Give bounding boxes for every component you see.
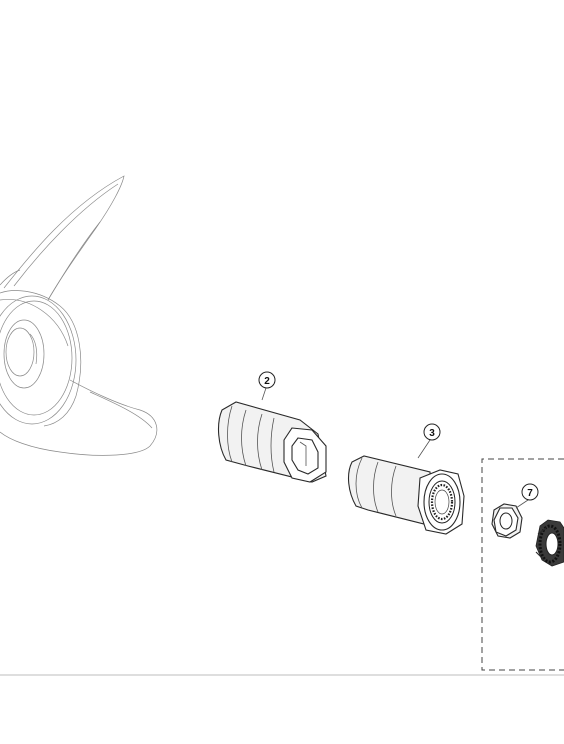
callout-2: 2 [258,371,276,401]
part-hex-nut [491,503,523,539]
hardware-kit-box [481,458,564,671]
callout-3: 3 [417,423,441,459]
part-splined-sleeve [347,455,465,535]
callout-2-label: 2 [264,376,270,387]
callout-7-label: 7 [527,488,533,499]
callout-7: 7 [515,483,539,509]
part-hub-adapter [217,401,327,483]
callout-3-label: 3 [429,428,435,439]
propeller-illustration [0,175,158,456]
part-splined-washer [535,519,564,567]
